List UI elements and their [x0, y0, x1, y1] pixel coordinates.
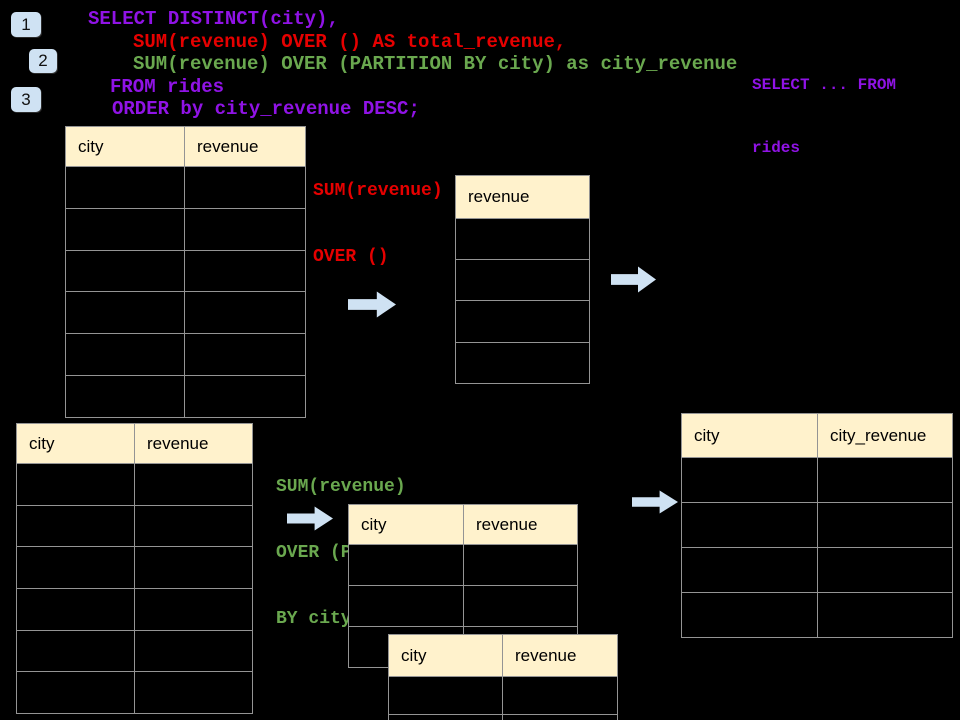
source-table-top: city revenue	[65, 126, 306, 418]
table-cell	[185, 208, 306, 251]
table-cell	[349, 586, 464, 627]
table-cell	[185, 334, 306, 376]
table-cell	[185, 250, 306, 293]
table-cell	[682, 458, 818, 503]
table-cell	[185, 375, 306, 418]
total-result-table: revenue	[455, 175, 590, 384]
table-cell	[17, 589, 135, 631]
source-table-top-header-revenue: revenue	[185, 127, 306, 167]
table-cell	[464, 586, 578, 627]
source-table-bottom-header-city: city	[17, 424, 135, 464]
table-cell	[349, 545, 464, 586]
table-cell	[389, 677, 503, 715]
side-note-select-from: SELECT ... FROM rides	[752, 33, 896, 201]
partition-table-b-header-city: city	[389, 635, 503, 677]
side-note-line-1: SELECT ... FROM	[752, 76, 897, 94]
total-result-table-header-revenue: revenue	[456, 176, 590, 219]
table-cell	[456, 301, 590, 343]
total-window-label-line-1: SUM(revenue)	[313, 181, 443, 201]
table-cell	[66, 250, 185, 293]
table-cell	[503, 677, 618, 715]
table-cell	[135, 505, 253, 548]
source-table-top-header-city: city	[66, 127, 185, 167]
table-cell	[66, 167, 185, 209]
table-cell	[135, 464, 253, 506]
table-cell	[456, 260, 590, 302]
step-badge-3: 3	[11, 87, 41, 112]
arrow-right-icon	[632, 490, 678, 514]
partition-table-b-header-revenue: revenue	[503, 635, 618, 677]
step-badge-1: 1	[11, 12, 41, 37]
sql-line-from: FROM rides	[110, 76, 225, 98]
table-cell	[818, 503, 953, 548]
table-cell	[17, 672, 135, 715]
table-cell	[135, 547, 253, 590]
table-cell	[17, 630, 135, 673]
sql-line-total-revenue: SUM(revenue) OVER () AS total_revenue,	[133, 31, 567, 53]
source-table-bottom-header-revenue: revenue	[135, 424, 253, 464]
table-cell	[464, 545, 578, 586]
final-result-table: city city_revenue	[681, 413, 953, 638]
table-cell	[456, 342, 590, 384]
partition-table-a-header-city: city	[349, 505, 464, 545]
table-cell	[682, 548, 818, 593]
table-cell	[456, 219, 590, 261]
table-cell	[682, 593, 818, 638]
partition-window-label-line-1: SUM(revenue)	[276, 477, 406, 497]
table-cell	[818, 593, 953, 638]
partition-table-b: city revenue	[388, 634, 618, 720]
table-cell	[682, 503, 818, 548]
table-cell	[66, 208, 185, 251]
table-cell	[389, 715, 503, 720]
arrow-right-icon	[611, 266, 656, 293]
final-result-table-header-city: city	[682, 414, 818, 458]
step-badge-2: 2	[29, 49, 57, 73]
sql-line-city-revenue: SUM(revenue) OVER (PARTITION BY city) as…	[133, 53, 738, 75]
source-table-bottom: city revenue	[16, 423, 253, 715]
table-cell	[503, 715, 618, 720]
table-cell	[135, 589, 253, 631]
table-cell	[135, 672, 253, 715]
table-cell	[135, 630, 253, 673]
side-note-line-2: rides	[752, 139, 801, 157]
sql-line-select: SELECT DISTINCT(city),	[88, 8, 339, 30]
table-cell	[17, 547, 135, 590]
final-result-table-header-city-revenue: city_revenue	[818, 414, 953, 458]
table-cell	[185, 292, 306, 335]
total-window-label-line-2: OVER ()	[313, 247, 389, 267]
table-cell	[185, 167, 306, 209]
table-cell	[66, 334, 185, 376]
total-window-label: SUM(revenue) OVER ()	[313, 136, 443, 312]
sql-line-order-by: ORDER by city_revenue DESC;	[112, 98, 420, 120]
table-cell	[818, 548, 953, 593]
table-cell	[17, 505, 135, 548]
table-cell	[818, 458, 953, 503]
table-cell	[17, 464, 135, 506]
partition-table-a-header-revenue: revenue	[464, 505, 578, 545]
table-cell	[66, 375, 185, 418]
table-cell	[66, 292, 185, 335]
